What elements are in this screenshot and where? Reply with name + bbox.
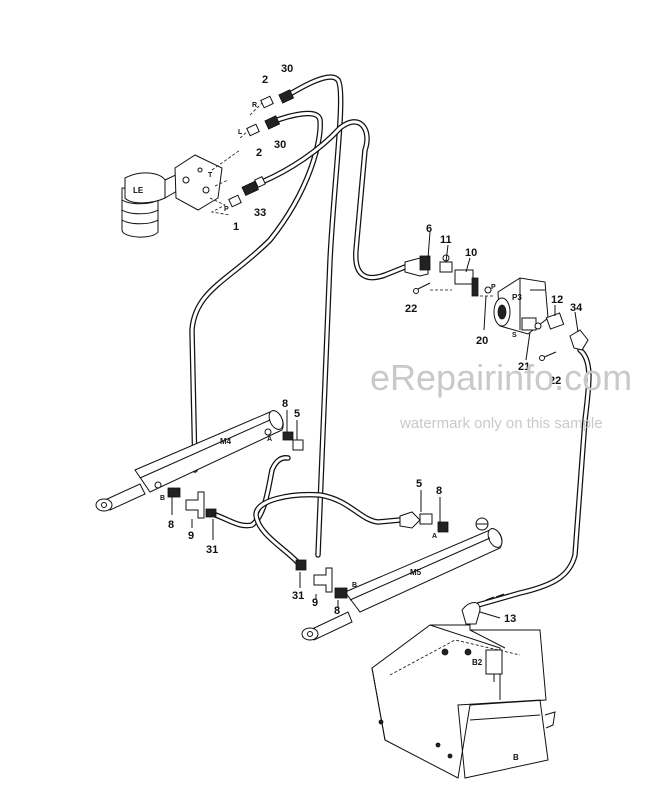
watermark-sub: watermark only on this sample bbox=[399, 415, 603, 432]
port-label-P: P bbox=[224, 206, 229, 213]
callout-34: 34 bbox=[570, 302, 583, 314]
elbow-5-M4 bbox=[292, 439, 304, 451]
port-label-A-M4: A bbox=[267, 436, 272, 443]
port-label-A-M5: A bbox=[432, 533, 437, 540]
hydraulic-lines bbox=[189, 74, 592, 608]
callout-8-M5-B: 8 bbox=[334, 605, 340, 617]
callout-6: 6 bbox=[426, 223, 432, 235]
callout-8-M4-B: 8 bbox=[168, 519, 174, 531]
label-B2: B2 bbox=[472, 658, 483, 667]
pipe-30-upper bbox=[282, 74, 344, 558]
steering-unit-LE bbox=[121, 149, 241, 238]
callout-31-left: 31 bbox=[206, 544, 218, 556]
pipe-31-left bbox=[210, 455, 291, 529]
callout-11: 11 bbox=[440, 234, 452, 246]
port-label-L: L bbox=[238, 129, 243, 136]
watermark-main: eRepairinfo.com bbox=[370, 357, 632, 398]
fitting-8-M5-B bbox=[334, 587, 348, 599]
callout-2-lower: 2 bbox=[256, 147, 262, 159]
port-labels: R L T P P S A B A B bbox=[160, 102, 517, 589]
callout-12: 12 bbox=[551, 294, 563, 306]
tee-9-left bbox=[185, 491, 205, 519]
steering-fittings bbox=[228, 89, 295, 208]
callout-8-M4-A: 8 bbox=[282, 398, 288, 410]
port-label-S: S bbox=[512, 332, 517, 339]
hose-ferrule bbox=[485, 593, 505, 601]
callout-8-M5-A: 8 bbox=[436, 485, 442, 497]
callout-22-lower: 22 bbox=[549, 375, 561, 387]
callout-31-lower: 31 bbox=[292, 590, 304, 602]
port-label-T: T bbox=[208, 172, 213, 179]
fitting-11 bbox=[439, 261, 453, 273]
callout-2-upper: 2 bbox=[262, 74, 268, 86]
fitting-12 bbox=[545, 312, 565, 330]
fitting-2-lower bbox=[246, 123, 260, 137]
callout-30-lower: 30 bbox=[274, 139, 286, 151]
label-LE: LE bbox=[133, 186, 144, 195]
callout-21: 21 bbox=[518, 361, 530, 373]
callout-1: 1 bbox=[233, 221, 239, 233]
callout-33: 33 bbox=[254, 207, 266, 219]
callout-9-left: 9 bbox=[188, 530, 194, 542]
callout-10: 10 bbox=[465, 247, 477, 259]
pump-assembly bbox=[404, 231, 589, 361]
elbow-13 bbox=[461, 602, 481, 625]
tee-9-lower bbox=[313, 567, 333, 593]
label-B: B bbox=[513, 753, 519, 762]
callout-30-upper: 30 bbox=[281, 63, 293, 75]
watermark: eRepairinfo.com watermark only on this s… bbox=[370, 357, 632, 432]
port-label-B-M4: B bbox=[160, 495, 165, 502]
callout-5-M4: 5 bbox=[294, 408, 300, 420]
elbow-5-M5 bbox=[399, 511, 421, 529]
hydraulic-tank bbox=[371, 602, 556, 779]
callout-5-M5: 5 bbox=[416, 478, 422, 490]
port-label-B-M5: B bbox=[352, 582, 357, 589]
fitting-8-M4-B bbox=[167, 487, 181, 498]
fitting-1 bbox=[228, 194, 242, 208]
label-M4: M4 bbox=[220, 437, 232, 446]
callout-9-lower: 9 bbox=[312, 597, 318, 609]
cylinder-M4 bbox=[95, 410, 304, 540]
label-P3: P3 bbox=[512, 293, 522, 302]
callout-labels: 30 2 30 2 33 1 6 11 10 12 34 22 20 21 22… bbox=[168, 63, 583, 625]
steering-valve-block bbox=[174, 154, 223, 211]
label-M5: M5 bbox=[410, 568, 422, 577]
elbow-34 bbox=[569, 329, 589, 351]
component-labels: LE P3 M4 M5 B2 B bbox=[133, 186, 522, 762]
callout-20: 20 bbox=[476, 335, 488, 347]
fitting-8-M4-A bbox=[282, 431, 294, 441]
callout-22-upper: 22 bbox=[405, 303, 417, 315]
fitting-8-M5-A bbox=[437, 521, 449, 533]
valve-10 bbox=[454, 269, 474, 285]
cylinder-M5 bbox=[295, 490, 503, 641]
port-label-R: R bbox=[252, 102, 257, 109]
callout-13: 13 bbox=[504, 613, 516, 625]
pipe-31-lower bbox=[253, 491, 403, 568]
port-label-P-pump: P bbox=[491, 284, 496, 291]
fitting-2-upper bbox=[260, 95, 274, 109]
